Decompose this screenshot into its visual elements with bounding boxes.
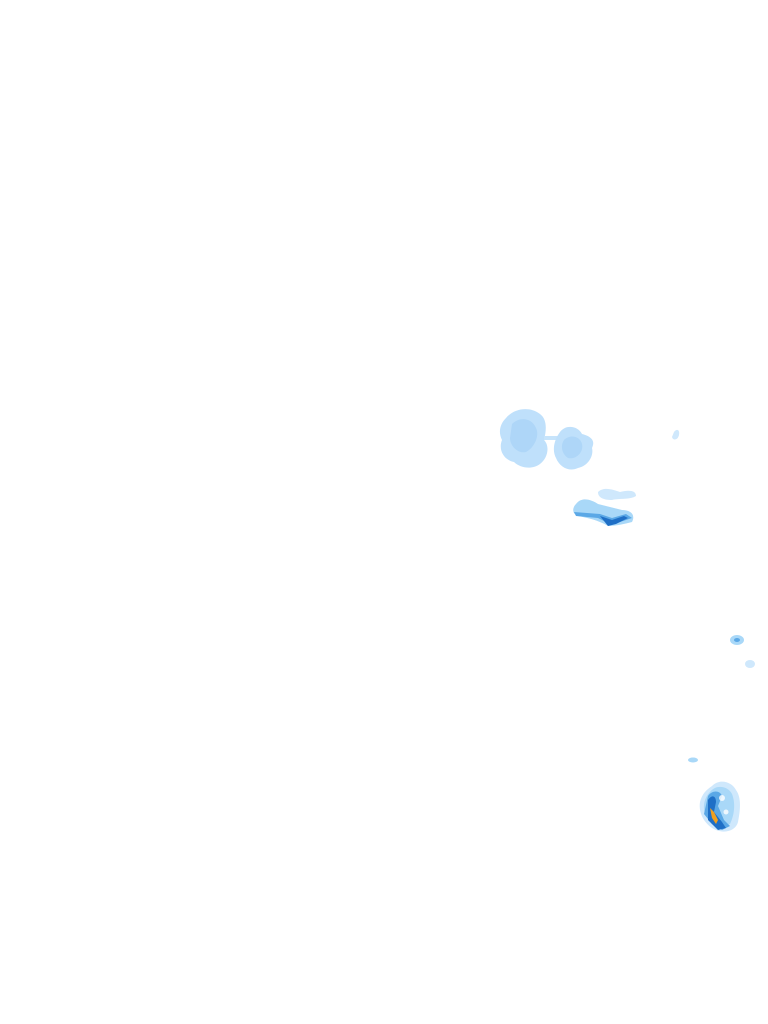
echo-cluster-west: [499, 409, 560, 468]
echo-small-cell-c: [688, 757, 698, 763]
echo-speck-east: [672, 429, 680, 440]
echo-cluster-center: [553, 426, 594, 470]
echo-small-cell-a: [730, 635, 744, 645]
echo-band: [573, 488, 636, 526]
echo-storm-core: [699, 781, 740, 832]
echo-small-cell-b: [745, 660, 755, 668]
